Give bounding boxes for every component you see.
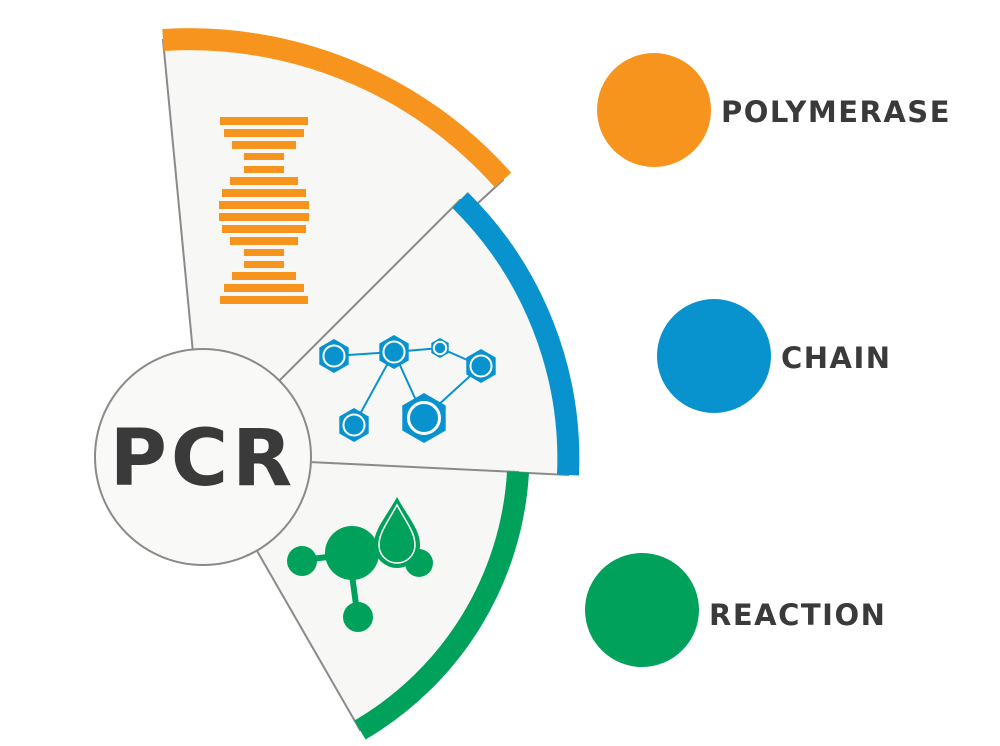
atom-ring bbox=[469, 354, 493, 378]
atom-ring bbox=[342, 413, 366, 437]
arc-polymerase bbox=[162, 28, 512, 188]
legend-label-chain: CHAIN bbox=[781, 341, 892, 375]
arc-group bbox=[162, 28, 580, 740]
atom-ring bbox=[407, 401, 441, 435]
center-badge: PCR bbox=[94, 348, 312, 566]
center-circle bbox=[94, 348, 312, 566]
chain-atoms bbox=[319, 335, 496, 443]
green-circle-icon bbox=[585, 553, 699, 667]
blue-circle-icon bbox=[657, 299, 771, 413]
center-label: PCR bbox=[110, 414, 296, 504]
atom-ring bbox=[322, 344, 346, 368]
arc-reaction bbox=[354, 471, 529, 740]
arc-chain bbox=[452, 192, 580, 476]
legend-label-polymerase: POLYMERASE bbox=[721, 95, 951, 129]
reaction-flask-icon bbox=[287, 497, 433, 632]
atom-ring bbox=[432, 340, 448, 356]
atom-ring bbox=[382, 340, 406, 364]
legend-item-polymerase: POLYMERASE bbox=[597, 53, 951, 167]
molecule-chain-icon bbox=[319, 335, 496, 443]
dna-helix-icon bbox=[219, 117, 309, 304]
legend: POLYMERASE CHAIN REACTION bbox=[585, 53, 951, 667]
legend-item-chain: CHAIN bbox=[657, 299, 892, 413]
orange-circle-icon bbox=[597, 53, 711, 167]
legend-label-reaction: REACTION bbox=[709, 598, 886, 632]
legend-item-reaction: REACTION bbox=[585, 553, 886, 667]
